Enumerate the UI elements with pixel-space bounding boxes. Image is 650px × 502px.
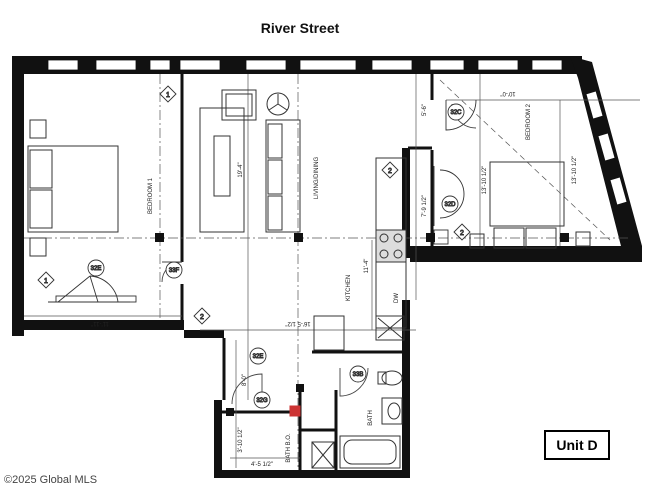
unit-label: Unit D <box>544 430 610 460</box>
dim-bed2-small: 5'-6" <box>422 104 428 116</box>
appliance-label-dw: DW <box>394 293 400 303</box>
grid-tags: 1 1 2 2 2 <box>37 85 471 325</box>
door-tag-text: 33F <box>169 268 180 274</box>
grid-tag-text: 2 <box>460 230 464 237</box>
dim-hall: 8'-0" <box>242 374 248 386</box>
dim-bed2-right: 13'-10 1/2" <box>572 156 578 185</box>
dim-bed2-top: 10'-0" <box>500 90 515 96</box>
angled-windows <box>585 90 628 206</box>
room-label-bath-b: BATH B.O. <box>286 433 292 463</box>
door-tag-text: 33B <box>353 372 364 378</box>
dim-bed2-length: 13'-10 1/2" <box>482 166 488 195</box>
door-tag-text: 32C <box>450 110 462 116</box>
dimension-lines <box>24 74 640 470</box>
door-tags: 32E 33F 32E 32G 32D 33B 32C <box>87 103 465 409</box>
kitchen-fixtures <box>313 157 407 351</box>
grid-tag-text: 2 <box>388 168 392 175</box>
grid-tag-text: 1 <box>44 278 48 285</box>
copyright-watermark: ©2025 Global MLS <box>4 474 98 486</box>
dim-bath-small: 4'-5 1/2" <box>251 462 273 468</box>
dim-living-length: 16'-5 1/2" <box>285 320 310 326</box>
dim-living-width: 19'-4" <box>238 162 244 177</box>
dimension-labels: 19'-4" 11'-11" 16'-5 1/2" 10'-0" 13'-10 … <box>91 90 578 468</box>
room-labels: BEDROOM 1 LIVING/DINING BEDROOM 2 KITCHE… <box>148 103 532 462</box>
dim-closet: 7'-9 1/2" <box>422 195 428 217</box>
grid-tag-text: 2 <box>200 314 204 321</box>
dim-bed1-width: 11'-11" <box>91 320 109 326</box>
room-label-bedroom-2: BEDROOM 2 <box>526 103 532 140</box>
room-label-bath: BATH <box>368 410 374 426</box>
bedroom-1-closet <box>48 275 137 303</box>
top-windows <box>47 59 563 71</box>
dim-bath-small-2: 3'-10 1/2" <box>238 427 244 452</box>
door-tag-text: 32E <box>91 266 102 272</box>
room-label-bedroom-1: BEDROOM 1 <box>148 177 154 214</box>
street-title: River Street <box>260 20 340 36</box>
room-label-living-dining: LIVING/DINING <box>314 156 320 199</box>
door-tag-text: 32G <box>256 398 268 404</box>
outer-walls <box>12 56 642 478</box>
grid-tag-text: 1 <box>166 92 170 99</box>
room-label-kitchen: KITCHEN <box>346 275 352 301</box>
living-furniture <box>199 89 301 233</box>
bath-fixtures <box>289 370 403 469</box>
dim-kitchen-len: 11'-4" <box>364 259 370 274</box>
door-tag-text: 32E <box>253 354 264 360</box>
bedroom-2-doors <box>433 99 477 245</box>
interior-walls <box>180 74 434 470</box>
bedroom-2-bed <box>469 161 591 249</box>
column-markers <box>155 233 569 416</box>
bedroom-1-bed <box>27 119 119 257</box>
door-tag-text: 32D <box>444 202 456 208</box>
